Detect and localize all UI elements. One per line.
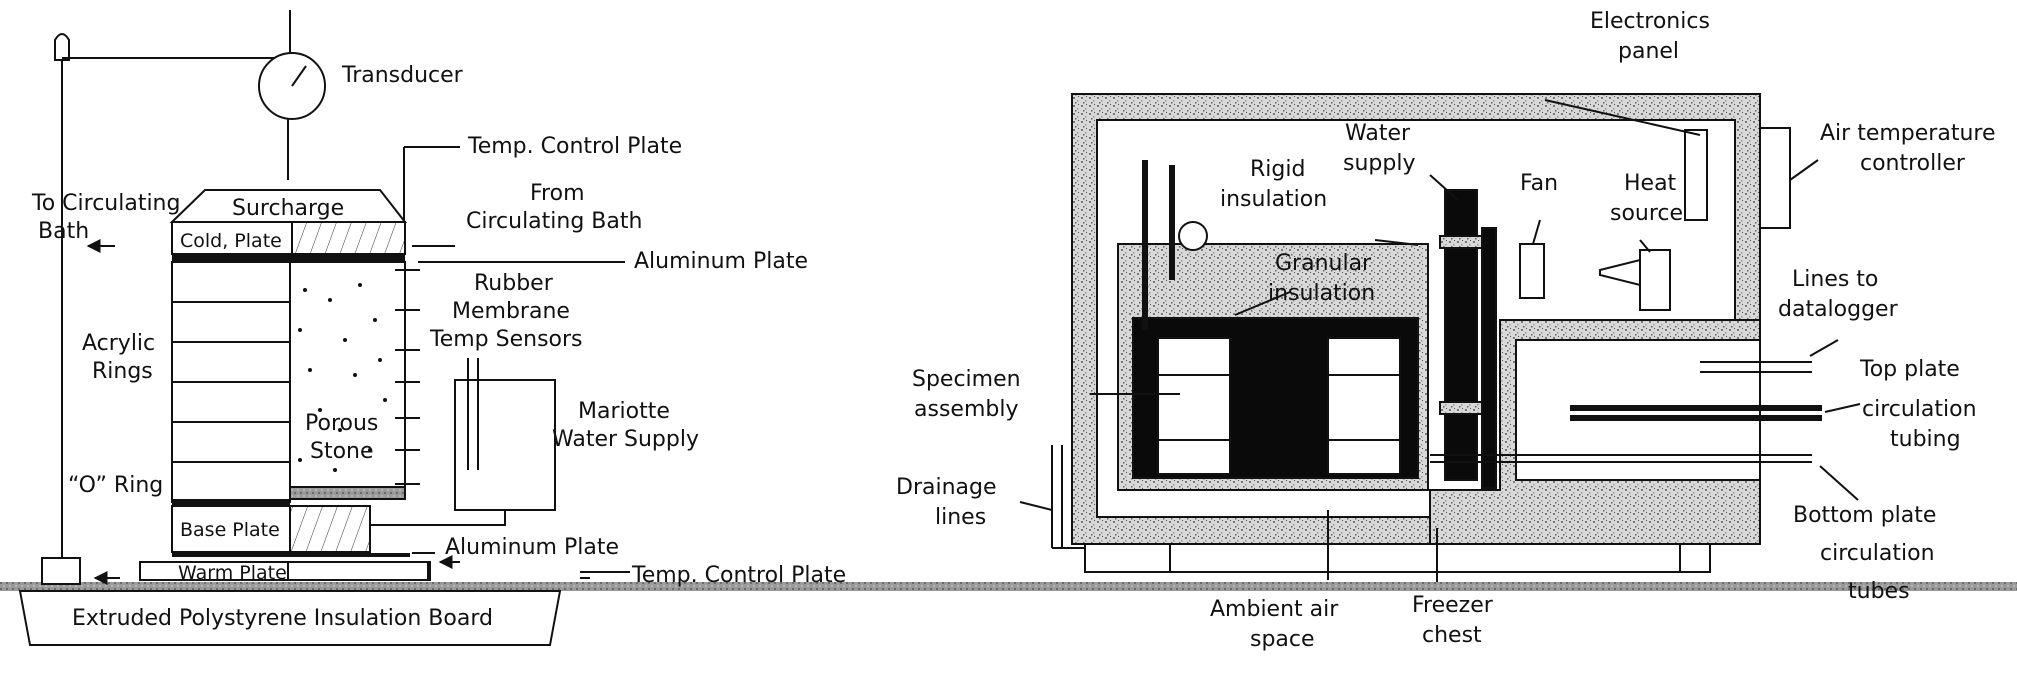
label-bottom-plate: Bottom plate — [1793, 503, 1936, 528]
label-rubber: Rubber — [474, 271, 554, 296]
label-stone: Stone — [310, 439, 374, 464]
label-aluminum-plate-top: Aluminum Plate — [634, 249, 808, 274]
pole-top — [54, 33, 70, 61]
right-labels: Electronics panel Water supply Air tempe… — [896, 9, 1995, 652]
label-bottom-tubes: tubes — [1848, 579, 1910, 604]
base-plate — [171, 505, 291, 553]
label-electronics: Electronics — [1590, 9, 1710, 34]
label-aluminum-plate-bottom: Aluminum Plate — [445, 535, 619, 560]
label-specimen: Specimen — [912, 367, 1021, 392]
label-to-circulating-1: To Circulating — [31, 191, 180, 216]
label-freezer: Freezer — [1412, 593, 1494, 618]
label-lines-to: Lines to — [1792, 267, 1878, 292]
label-rigid-insulation: insulation — [1220, 187, 1327, 212]
label-rings: Rings — [92, 359, 153, 384]
label-space: space — [1250, 627, 1315, 652]
stand-base — [41, 557, 81, 585]
electronics-panel — [1684, 129, 1708, 221]
label-from-1: From — [530, 181, 585, 206]
label-water: Water — [1345, 121, 1411, 146]
label-temp-control-plate-top: Temp. Control Plate — [467, 134, 682, 159]
specimen-cylinder-left — [1157, 337, 1231, 475]
label-drainage: Drainage — [896, 475, 997, 500]
label-lines: lines — [935, 505, 986, 530]
left-labels: Transducer Temp. Control Plate To Circul… — [31, 63, 846, 631]
left-apparatus — [41, 10, 630, 585]
label-granular: Granular — [1275, 251, 1372, 276]
pressure-gauge — [1178, 221, 1208, 251]
label-to-circulating-2: Bath — [38, 219, 89, 244]
label-heat: Heat — [1624, 171, 1677, 196]
label-supply: supply — [1343, 151, 1415, 176]
mariotte-supply — [454, 379, 556, 511]
label-controller: controller — [1860, 151, 1966, 176]
label-chest: chest — [1422, 623, 1482, 648]
label-from-2: Circulating Bath — [466, 209, 642, 234]
label-assembly: assembly — [914, 397, 1018, 422]
label-porous: Porous — [305, 411, 378, 436]
label-cold-plate: Cold, Plate — [180, 230, 282, 252]
label-bottom-circulation: circulation — [1820, 541, 1935, 566]
label-ambient-air: Ambient air — [1210, 597, 1339, 622]
porous-stone-dots — [298, 283, 387, 472]
fan-box — [1519, 243, 1545, 299]
label-warm-plate: Warm Plate — [178, 562, 287, 584]
label-granular-insulation: insulation — [1268, 281, 1375, 306]
label-mariotte: Mariotte — [578, 399, 670, 424]
air-temp-controller — [1759, 127, 1791, 229]
label-air-temp: Air temperature — [1820, 121, 1995, 146]
label-water-supply: Water Supply — [552, 427, 699, 452]
specimen — [289, 261, 406, 488]
label-top-tubing: tubing — [1890, 427, 1961, 452]
temp-sensor-leads — [395, 269, 420, 485]
label-panel: panel — [1618, 39, 1679, 64]
label-temp-control-plate-bottom: Temp. Control Plate — [631, 563, 846, 588]
water-supply-column — [1444, 189, 1478, 481]
insulation-board — [18, 590, 562, 646]
cold-plate — [171, 221, 293, 255]
label-source: source — [1610, 201, 1683, 226]
specimen-cylinder-right — [1327, 337, 1401, 475]
label-membrane: Membrane — [452, 299, 570, 324]
label-top-circulation: circulation — [1862, 397, 1977, 422]
label-insulation-board: Extruded Polystyrene Insulation Board — [72, 606, 493, 631]
heat-source — [1639, 249, 1671, 311]
label-surcharge: Surcharge — [232, 196, 344, 221]
label-transducer: Transducer — [341, 63, 464, 88]
label-fan: Fan — [1520, 171, 1558, 196]
label-top-plate: Top plate — [1859, 357, 1960, 382]
right-apparatus — [1019, 93, 1861, 582]
label-o-ring: “O” Ring — [68, 473, 163, 498]
label-rigid: Rigid — [1250, 157, 1305, 182]
ground-strip — [0, 582, 2017, 591]
label-datalogger: datalogger — [1778, 297, 1899, 322]
label-base-plate: Base Plate — [180, 519, 280, 541]
label-acrylic: Acrylic — [82, 331, 155, 356]
label-temp-sensors: Temp Sensors — [429, 327, 583, 352]
